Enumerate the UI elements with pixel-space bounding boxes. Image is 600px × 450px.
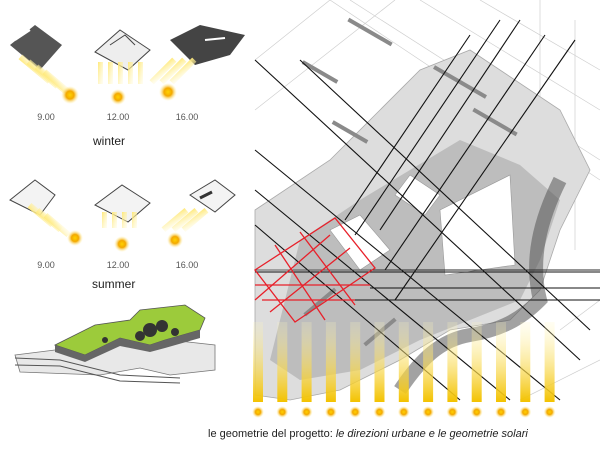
winter-time-9: 9.00: [16, 112, 76, 122]
sun-icon: [471, 406, 483, 418]
sun-icon: [544, 406, 556, 418]
sun-icon: [276, 406, 288, 418]
sun-icon: [446, 406, 458, 418]
sun-beam: [277, 322, 287, 402]
sun-beam: [423, 322, 433, 402]
site-plan: [252, 0, 600, 418]
sun-icon: [349, 406, 361, 418]
sun-icon: [301, 406, 313, 418]
sun-beam: [375, 322, 385, 402]
winter-studies: [10, 25, 245, 105]
summer-time-9: 9.00: [16, 260, 76, 270]
caption-prefix: le geometrie del progetto:: [208, 428, 336, 440]
caption: le geometrie del progetto: le direzioni …: [208, 428, 528, 440]
sun-icon: [398, 406, 410, 418]
sun-icon: [252, 406, 264, 418]
summer-time-16: 16.00: [157, 260, 217, 270]
sun-beam: [472, 322, 482, 402]
sun-beam: [496, 322, 506, 402]
summer-time-12: 12.00: [88, 260, 148, 270]
winter-time-16: 16.00: [157, 112, 217, 122]
winter-label: winter: [93, 134, 125, 148]
sun-beam: [326, 322, 336, 402]
sun-icon: [519, 406, 531, 418]
sun-beam: [520, 322, 530, 402]
sun-beam: [253, 322, 263, 402]
sun-beam: [399, 322, 409, 402]
summer-label: summer: [92, 277, 135, 291]
axonometric-model: [15, 305, 215, 383]
sun-icon: [422, 406, 434, 418]
winter-time-12: 12.00: [88, 112, 148, 122]
sun-beam: [350, 322, 360, 402]
sun-icon: [374, 406, 386, 418]
caption-italic: le direzioni urbane e le geometrie solar…: [336, 428, 528, 440]
summer-studies: [10, 180, 235, 252]
sun-beam: [545, 322, 555, 402]
sun-beam: [302, 322, 312, 402]
sun-beam: [447, 322, 457, 402]
sun-icon: [325, 406, 337, 418]
sun-icon: [495, 406, 507, 418]
